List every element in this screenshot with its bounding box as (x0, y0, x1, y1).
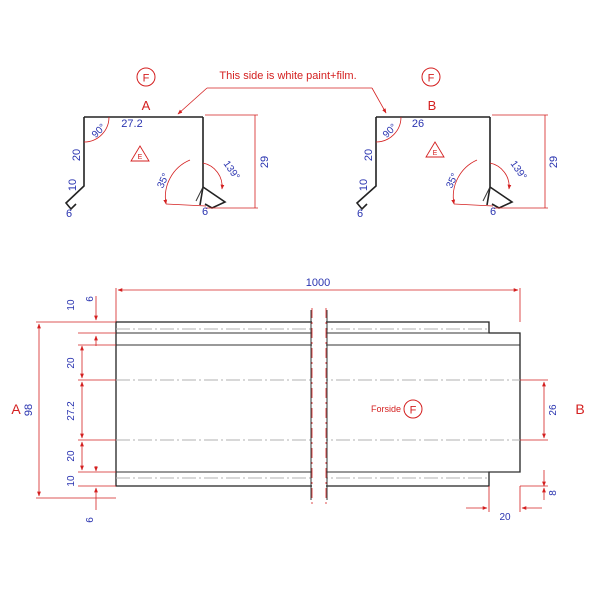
svg-text:98: 98 (23, 404, 35, 416)
profile-b-label: B (428, 98, 437, 113)
profile-a-angle-arc (83, 116, 110, 143)
profile-b: B 29 26 20 10 6 6 90° 139° 35° E (355, 98, 560, 220)
svg-text:E: E (433, 150, 438, 157)
svg-text:E: E (138, 154, 143, 161)
svg-text:26: 26 (412, 118, 424, 130)
svg-text:6: 6 (85, 296, 96, 302)
profile-b-shape (355, 116, 514, 211)
svg-text:139°: 139° (221, 159, 242, 182)
svg-text:35°: 35° (445, 172, 461, 190)
note-text: This side is white paint+film. (219, 70, 356, 82)
svg-text:F: F (410, 405, 417, 417)
white-paint-note: This side is white paint+film. (177, 70, 387, 115)
edge-mark-b: E (425, 141, 445, 158)
flat-layout: 1000 A B Forside F 98 10 6 (11, 277, 584, 523)
svg-text:20: 20 (71, 149, 83, 161)
note-leader-b (371, 87, 387, 114)
svg-text:6: 6 (66, 208, 72, 220)
svg-text:6: 6 (490, 206, 496, 218)
profile-a-shape (64, 116, 227, 211)
svg-text:10: 10 (66, 475, 77, 487)
profile-a-height-dim (205, 114, 258, 209)
svg-text:26: 26 (548, 404, 559, 416)
svg-text:29: 29 (259, 156, 271, 168)
note-leader-a (177, 87, 208, 115)
svg-text:6: 6 (202, 206, 208, 218)
svg-text:10: 10 (67, 179, 79, 191)
forside-label: Forside (371, 404, 401, 414)
svg-text:29: 29 (548, 156, 560, 168)
profile-a-label: A (142, 98, 151, 113)
svg-text:35°: 35° (156, 172, 172, 190)
svg-text:F: F (428, 73, 435, 85)
svg-text:8: 8 (548, 490, 559, 496)
finish-mark-b: F (421, 67, 441, 87)
svg-text:10: 10 (358, 179, 370, 191)
svg-text:90°: 90° (90, 122, 108, 140)
finish-mark-flat: F (403, 399, 423, 419)
finish-mark-a: F (136, 67, 156, 87)
svg-text:20: 20 (66, 357, 77, 369)
svg-text:F: F (143, 73, 150, 85)
svg-text:6: 6 (85, 517, 96, 523)
profile-a: A 29 27.2 20 10 6 6 90° 139° 35° E (64, 98, 271, 220)
profile-b-height-dim (492, 114, 548, 209)
length-value: 1000 (306, 277, 330, 289)
edge-mark-a: E (130, 145, 150, 162)
svg-text:27.2: 27.2 (66, 401, 77, 421)
svg-text:20: 20 (499, 512, 511, 523)
svg-text:20: 20 (363, 149, 375, 161)
svg-text:6: 6 (357, 208, 363, 220)
svg-text:20: 20 (66, 450, 77, 462)
svg-text:27.2: 27.2 (121, 118, 142, 130)
svg-text:139°: 139° (508, 159, 529, 182)
svg-text:10: 10 (66, 299, 77, 311)
end-a-label: A (11, 401, 21, 417)
end-b-label: B (575, 401, 584, 417)
svg-text:90°: 90° (381, 122, 399, 140)
